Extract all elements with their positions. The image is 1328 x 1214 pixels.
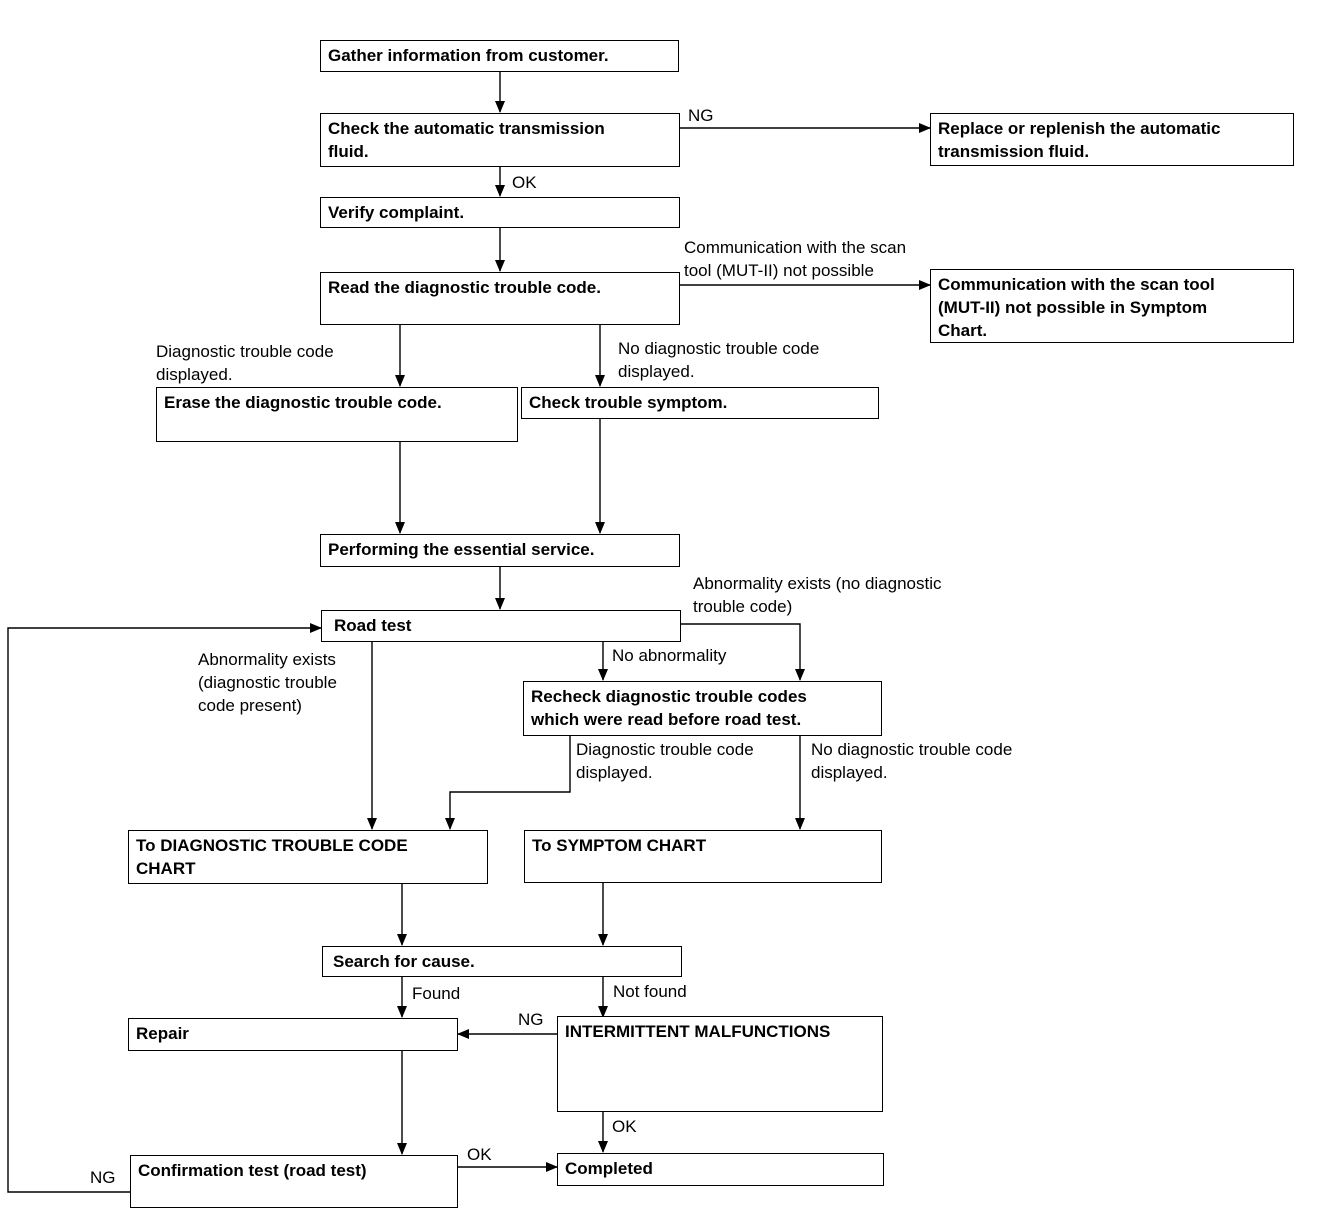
label-recheck-no-dtc-displayed: No diagnostic trouble code displayed. bbox=[811, 740, 1013, 782]
label-recheck-dtc-displayed: Diagnostic trouble code displayed. bbox=[576, 740, 754, 782]
box-comm-not-possible-chart: Communication with the scan tool (MUT-II… bbox=[930, 269, 1294, 343]
box-intermittent-malfunctions: INTERMITTENT MALFUNCTIONS bbox=[557, 1016, 883, 1112]
label-ng-intermittent: NG bbox=[518, 1010, 544, 1029]
label-no-abnormality: No abnormality bbox=[612, 646, 727, 665]
box-gather-information: Gather information from customer. bbox=[320, 40, 679, 72]
label-ng-fluid: NG bbox=[688, 106, 714, 125]
box-to-dtc-chart: To DIAGNOSTIC TROUBLE CODE CHART bbox=[128, 830, 488, 884]
box-confirmation-test: Confirmation test (road test) bbox=[130, 1155, 458, 1208]
label-found: Found bbox=[412, 984, 461, 1003]
arrow-confirm-ng-loop-to-road bbox=[7, 623, 322, 1193]
box-check-fluid: Check the automatic transmission fluid. bbox=[320, 113, 680, 167]
label-ok-intermittent: OK bbox=[612, 1117, 637, 1136]
box-recheck-dtc: Recheck diagnostic trouble codes which w… bbox=[523, 681, 882, 736]
label-ok-fluid: OK bbox=[512, 173, 537, 192]
box-completed: Completed bbox=[557, 1153, 884, 1186]
label-not-found: Not found bbox=[613, 982, 687, 1001]
box-read-dtc: Read the diagnostic trouble code. bbox=[320, 272, 680, 325]
box-check-symptom: Check trouble symptom. bbox=[521, 387, 879, 419]
box-to-symptom-chart: To SYMPTOM CHART bbox=[524, 830, 882, 883]
box-road-test: Road test bbox=[321, 610, 681, 642]
label-abnormality-dtc-present: Abnormality exists (diagnostic trouble c… bbox=[198, 650, 337, 715]
label-ok-confirm: OK bbox=[467, 1145, 492, 1164]
label-abnormality-no-dtc: Abnormality exists (no diagnostic troubl… bbox=[693, 574, 942, 616]
label-ng-confirm: NG bbox=[90, 1168, 116, 1187]
arrow-recheck-to-dtc-chart bbox=[445, 736, 571, 830]
box-repair: Repair bbox=[128, 1018, 458, 1051]
box-search-cause: Search for cause. bbox=[322, 946, 682, 977]
box-essential-service: Performing the essential service. bbox=[320, 534, 680, 567]
label-dtc-displayed: Diagnostic trouble code displayed. bbox=[156, 342, 334, 384]
box-verify-complaint: Verify complaint. bbox=[320, 197, 680, 228]
box-replace-fluid: Replace or replenish the automatic trans… bbox=[930, 113, 1294, 166]
label-comm-not-possible: Communication with the scan tool (MUT-II… bbox=[684, 238, 907, 280]
box-erase-dtc: Erase the diagnostic trouble code. bbox=[156, 387, 518, 442]
arrow-road-to-recheck-abnormal bbox=[680, 623, 805, 681]
label-no-dtc-displayed: No diagnostic trouble code displayed. bbox=[618, 339, 820, 381]
